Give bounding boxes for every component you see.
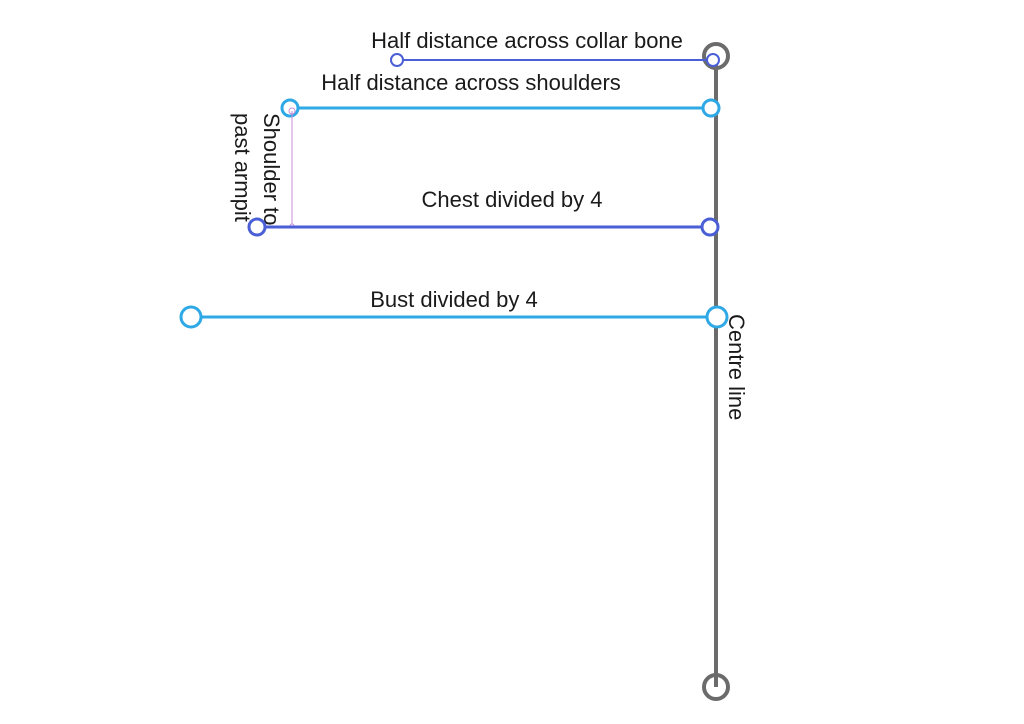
bust-left-handle[interactable]: [179, 305, 203, 329]
collar-bone-right-handle[interactable]: [706, 53, 720, 67]
shoulder-armpit-label-line2: past armpit: [230, 113, 255, 222]
centre-line-bottom-handle[interactable]: [702, 673, 730, 701]
centre-line-label: Centre line: [724, 314, 749, 420]
shoulder-armpit-label-line1: Shoulder to: [259, 113, 284, 226]
chest-right-handle[interactable]: [700, 217, 720, 237]
shoulders-label: Half distance across shoulders: [321, 70, 621, 95]
chest-left-handle[interactable]: [247, 217, 267, 237]
collar-bone-left-handle[interactable]: [390, 53, 404, 67]
shoulders-right-handle[interactable]: [701, 98, 721, 118]
collar-bone-label: Half distance across collar bone: [371, 28, 683, 53]
bust-label: Bust divided by 4: [370, 287, 538, 312]
centre-line-top-handle[interactable]: [702, 42, 730, 70]
chest-label: Chest divided by 4: [422, 187, 603, 212]
bust-right-handle[interactable]: [705, 305, 729, 329]
